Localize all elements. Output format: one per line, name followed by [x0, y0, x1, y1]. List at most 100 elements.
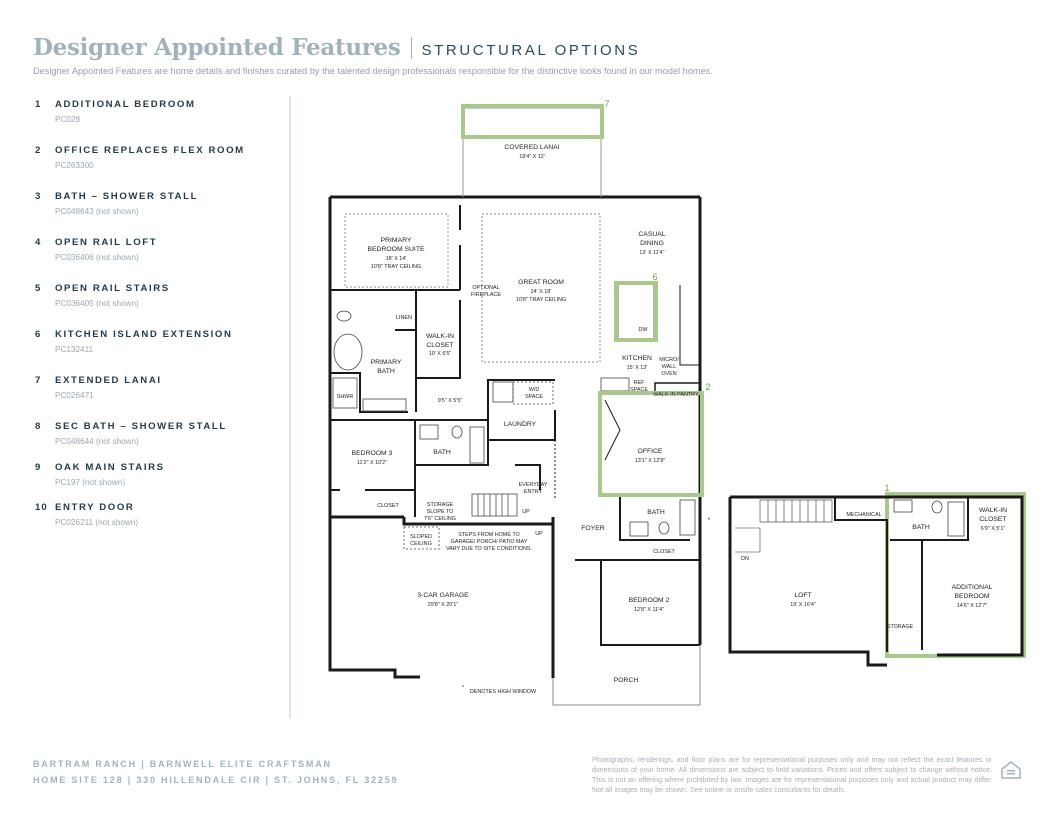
highlight-kitchen-island [614, 281, 658, 342]
option-name: OPEN RAIL LOFT [55, 237, 158, 248]
label-fireplace-1: OPTIONAL [472, 285, 499, 291]
highlight-office [598, 391, 704, 497]
label-sloped-1: SLOPED [410, 534, 432, 540]
upper-stairs [735, 499, 833, 553]
page-header: Designer Appointed Features STRUCTURAL O… [33, 34, 1023, 76]
highlight-extended-lanai [461, 104, 604, 139]
label-steps-2: GARAGE/ PORCH/ PATIO MAY [451, 539, 528, 545]
label-everyday-1: EVERYDAY [519, 482, 548, 488]
option-code: PC197 (not shown) [55, 477, 126, 487]
label-upper-closet-2: CLOSET [979, 516, 1006, 523]
option-name: OAK MAIN STAIRS [55, 461, 165, 473]
option-item: 10 ENTRY DOOR PC026211 (not shown) [35, 502, 285, 543]
label-foyer: FOYER [581, 525, 605, 532]
option-code: PC026211 (not shown) [55, 518, 139, 527]
label-additional-bedroom-1: ADDITIONAL [952, 584, 993, 591]
option-number: 3 [35, 191, 42, 202]
label-covered-lanai: COVERED LANAI [504, 144, 559, 151]
dims-garage: 29'8" X 20'1" [428, 602, 459, 608]
option-name: SEC BATH – SHOWER STALL [55, 421, 227, 432]
dims-kitchen: 15' X 13' [627, 365, 648, 371]
asterisk-legend: * [462, 685, 465, 691]
label-primary-suite-2: BEDROOM SUITE [367, 246, 424, 253]
label-linen: LINEN [396, 315, 412, 321]
label-kitchen: KITCHEN [622, 355, 652, 362]
option-name: BATH – SHOWER STALL [55, 191, 199, 202]
ceiling-great-room: 10'8" TRAY CEILING [516, 297, 566, 303]
option-number: 10 [35, 502, 48, 513]
label-primary-suite-1: PRIMARY [381, 237, 412, 244]
label-everyday-2: ENTRY [524, 489, 543, 495]
label-upper-closet-1: WALK-IN [979, 507, 1007, 514]
dims-bedroom3: 11'2" X 10'2" [357, 460, 387, 466]
tray-ceiling-great-room [481, 213, 601, 363]
label-upper-storage: STORAGE [887, 624, 914, 630]
label-shwr: SHWR [337, 394, 354, 400]
dims-casual-dining: 13' X 11'4" [639, 250, 664, 256]
floor-plan: COVERED LANAI 18'4" X 12' PRIMARY BEDROO… [328, 99, 1026, 706]
label-additional-bedroom-2: BEDROOM [954, 593, 989, 600]
dims-great-room: 24' X 18' [531, 289, 552, 295]
option-name: EXTENDED LANAI [55, 375, 162, 386]
label-primary-bath-2: BATH [377, 368, 395, 375]
intro-text: Designer Appointed Features are home det… [33, 66, 713, 76]
marker-1: 1 [884, 483, 889, 493]
page-subtitle: STRUCTURAL OPTIONS [421, 42, 641, 59]
label-garage: 3-CAR GARAGE [417, 592, 469, 599]
label-loft: LOFT [794, 592, 811, 599]
option-name: ADDITIONAL BEDROOM [55, 99, 196, 110]
fixtures [332, 283, 696, 550]
label-storage-2: SLOPE TO [427, 509, 454, 515]
footer-address: BARTRAM RANCH | BARNWELL ELITE CRAFTSMAN… [33, 759, 398, 791]
dims-additional-bedroom: 14'6" X 12'7" [957, 603, 988, 609]
ceiling-primary-suite: 10'8" TRAY CEILING [371, 264, 421, 270]
page-title: Designer Appointed Features [33, 34, 401, 61]
label-dn: DN [741, 556, 749, 562]
title-row: Designer Appointed Features STRUCTURAL O… [33, 34, 1023, 61]
label-casual-dining-1: CASUAL [638, 231, 665, 238]
marker-2: 2 [705, 382, 710, 392]
label-micro-2: WALL [662, 364, 676, 370]
label-great-room: GREAT ROOM [518, 279, 564, 286]
label-steps-3: VARY DUE TO SITE CONDITIONS. [446, 546, 532, 552]
label-storage-1: STORAGE [427, 502, 454, 508]
label-bedroom3: BEDROOM 3 [352, 450, 393, 457]
dims-hall: 9'5" X 5'5" [438, 398, 463, 404]
label-ref-2: SPACE [630, 387, 648, 393]
option-item: 9 OAK MAIN STAIRS PC197 (not shown) [35, 462, 285, 503]
label-dw: DW [639, 327, 649, 333]
label-steps-1: STEPS FROM HOME TO [458, 532, 520, 538]
label-porch: PORCH [614, 677, 639, 684]
option-number: 8 [35, 421, 42, 432]
option-number: 9 [35, 461, 42, 473]
marker-6: 6 [652, 272, 657, 282]
label-upper-bath: BATH [912, 524, 930, 531]
option-code: PC026471 [55, 391, 94, 400]
option-code: PC036405 (not shown) [55, 299, 139, 308]
label-walkin-pantry: WALK-IN PANTRY [653, 392, 699, 398]
label-closet-front: CLOSET [653, 549, 675, 555]
label-mechanical: MECHANICAL [846, 512, 881, 518]
option-name: ENTRY DOOR [55, 502, 135, 513]
option-code: PC048643 (not shown) [55, 207, 139, 216]
marker-7: 7 [604, 99, 609, 109]
dims-bedroom2: 12'8" X 11'4" [634, 607, 664, 613]
equal-housing-icon [1001, 761, 1021, 779]
label-walkin-closet-2: CLOSET [426, 342, 453, 349]
dims-walkin-closet: 10' X 6'5" [429, 351, 452, 357]
option-code: PC048644 (not shown) [55, 437, 139, 446]
dims-loft: 19' X 16'4" [790, 602, 816, 608]
label-wd-1: W/D [529, 387, 540, 393]
label-micro-1: MICRO/ [659, 357, 679, 363]
option-item: 3 BATH – SHOWER STALL PC048643 (not shown… [35, 191, 285, 237]
option-code: PC132411 [55, 345, 94, 354]
option-name: OFFICE REPLACES FLEX ROOM [55, 145, 245, 156]
dims-upper-closet: 6'9" X 5'1" [981, 526, 1006, 532]
